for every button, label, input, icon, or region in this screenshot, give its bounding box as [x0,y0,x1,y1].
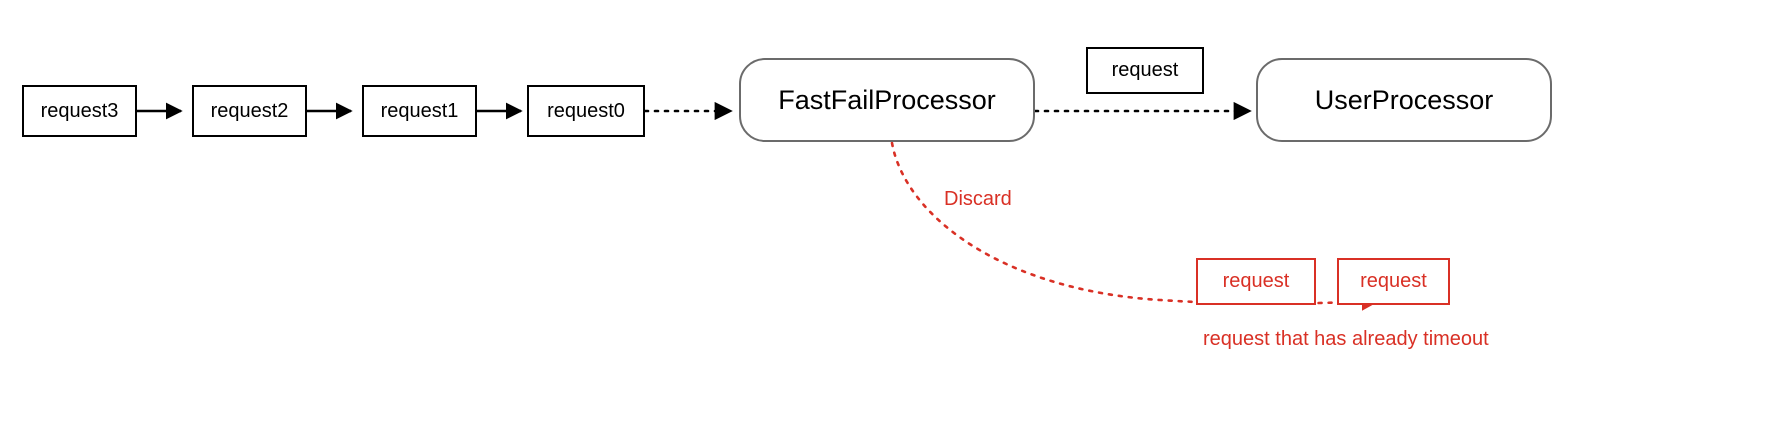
queue-box-request1[interactable]: request1 [362,85,477,137]
queue-box-label: request1 [380,99,459,122]
discarded-request-box-1[interactable]: request [1196,258,1316,305]
edge-label-box-request: request [1086,47,1204,94]
discarded-caption-text: request that has already timeout [1203,328,1489,350]
discard-label-text: Discard [944,188,1012,210]
processor-node-fastfail[interactable]: FastFailProcessor [739,58,1035,142]
edge-label-text: request [1111,59,1179,81]
discarded-request-label: request [1222,270,1290,292]
processor-label: FastFailProcessor [778,84,996,115]
processor-node-user[interactable]: UserProcessor [1256,58,1552,142]
discarded-caption: request that has already timeout [1203,328,1489,351]
queue-box-label: request2 [210,99,289,122]
queue-box-request3[interactable]: request3 [22,85,137,137]
processor-label: UserProcessor [1314,84,1494,115]
queue-box-request2[interactable]: request2 [192,85,307,137]
queue-box-label: request3 [40,99,119,122]
queue-box-label: request0 [547,99,625,122]
discarded-request-box-2[interactable]: request [1337,258,1450,305]
discarded-request-label: request [1360,270,1427,292]
discard-edge-label: Discard [944,188,1012,211]
queue-box-request0[interactable]: request0 [527,85,645,137]
